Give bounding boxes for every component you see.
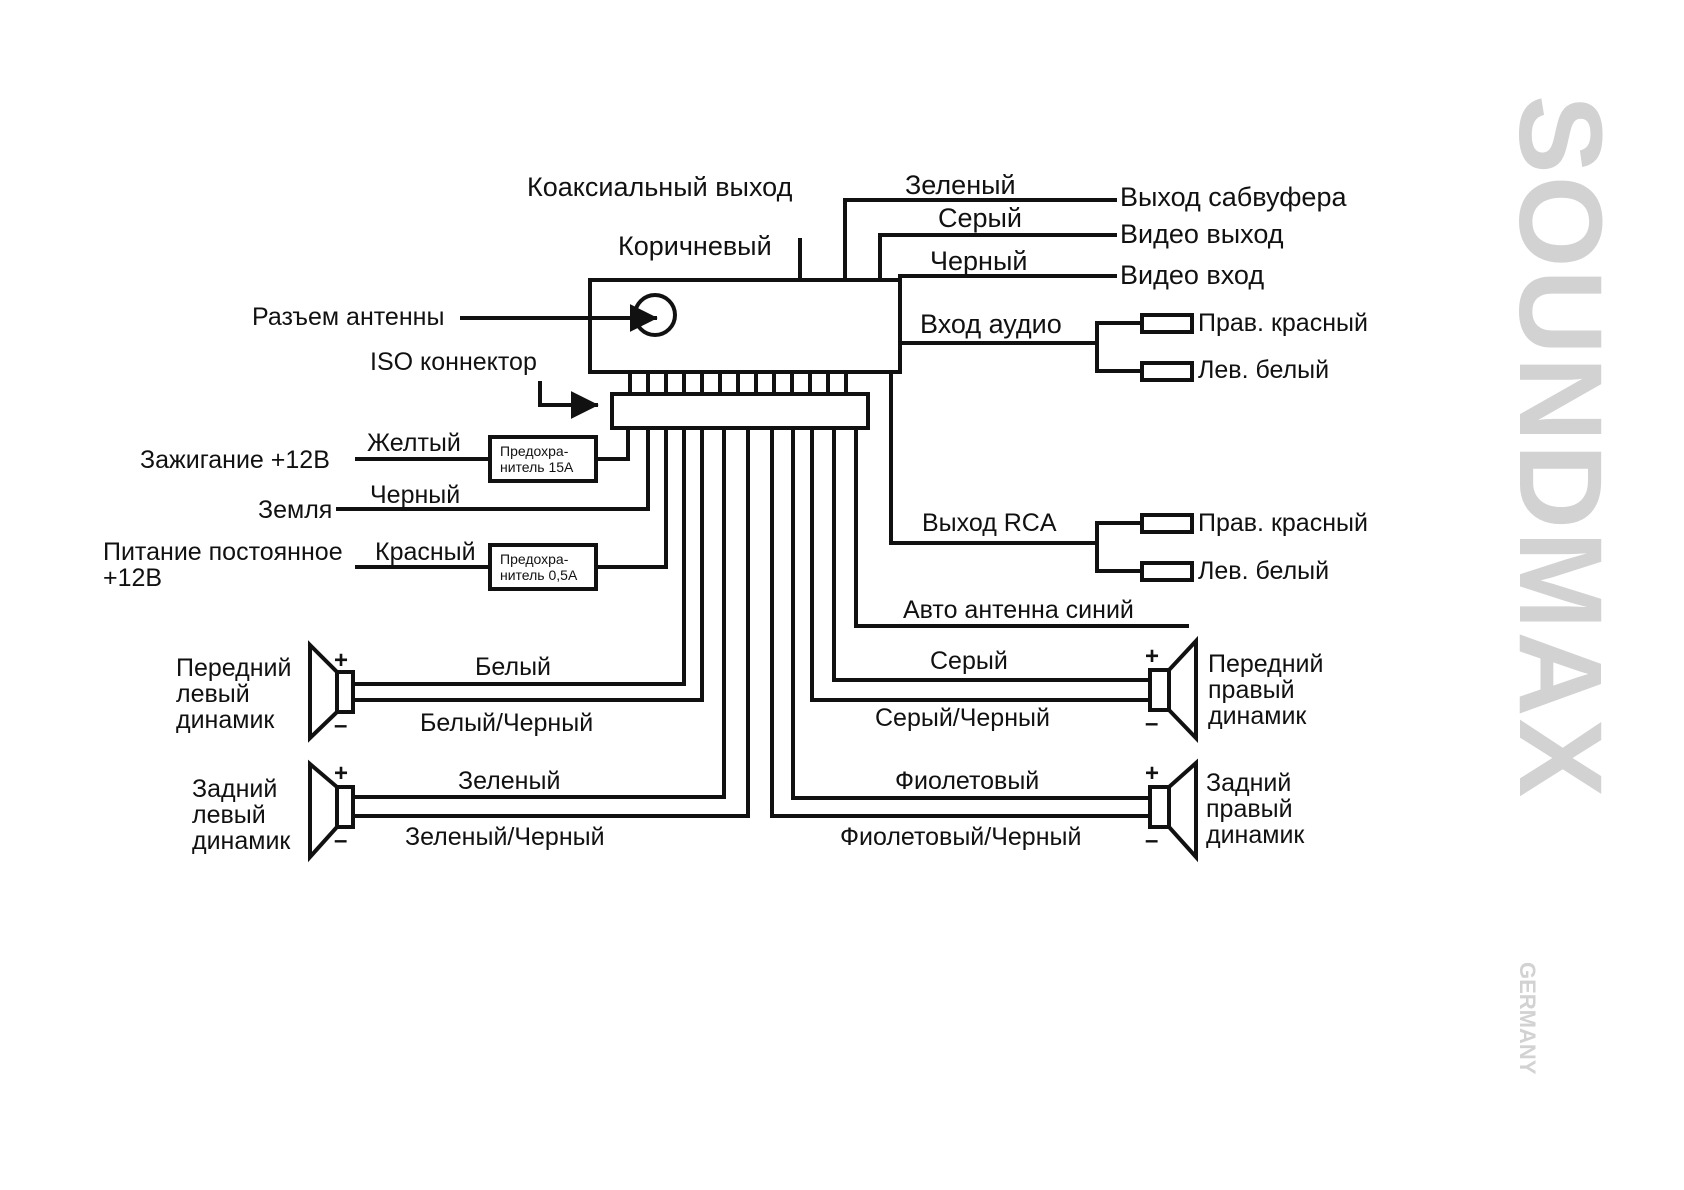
video-out-gray-wire — [878, 233, 1117, 282]
rca-output-wire — [889, 370, 1099, 545]
iso-connector-pins — [628, 370, 848, 394]
front-left-minus-sign: – — [334, 712, 347, 739]
subwoofer-output-label: Выход сабвуфера — [1120, 182, 1347, 212]
constant-power-wire-to-iso — [594, 426, 668, 569]
rear-right-speaker-icon — [1148, 758, 1198, 863]
rear-left-minus-sign: – — [334, 827, 347, 854]
ground-label: Земля — [258, 496, 332, 524]
green-black-wire-label: Зеленый/Черный — [405, 823, 605, 851]
rca-output-right-red-label: Прав. красный — [1198, 509, 1368, 537]
black-wire-label: Черный — [930, 246, 1027, 276]
ignition-label: Зажигание +12В — [140, 446, 330, 474]
rca-output-left-rca-plug — [1140, 561, 1194, 582]
fuse-15a-text-1: Предохра- — [500, 443, 569, 459]
ground-wire — [336, 426, 650, 511]
rear-right-speaker-label-3: динамик — [1206, 821, 1305, 849]
green-wire-speaker-label: Зеленый — [458, 767, 560, 795]
rear-left-plus-wire — [351, 426, 726, 799]
rear-right-minus-sign: – — [1145, 827, 1158, 854]
white-black-wire-label: Белый/Черный — [420, 709, 593, 737]
brand-logo: SOUNDMAX — [1494, 95, 1626, 799]
audio-input-left-white-label: Лев. белый — [1198, 356, 1329, 384]
ground-black-label: Черный — [370, 481, 460, 509]
violet-wire-label: Фиолетовый — [895, 767, 1039, 795]
front-right-speaker-label-3: динамик — [1208, 702, 1307, 730]
front-left-plus-wire — [351, 426, 686, 686]
front-left-plus-sign: + — [334, 647, 348, 674]
fuse-15a-text-2: нитель 15А — [500, 459, 574, 475]
rear-right-plus-sign: + — [1145, 760, 1159, 787]
fuse-05a-text-2: нитель 0,5А — [500, 567, 578, 583]
rear-left-speaker-label-2: левый — [192, 801, 266, 829]
antenna-jack-label: Разъем антенны — [252, 303, 444, 331]
rear-left-speaker-icon — [308, 759, 355, 863]
front-right-minus-sign: – — [1145, 710, 1158, 737]
iso-connector-label: ISO коннектор — [370, 348, 537, 376]
front-right-speaker-label-2: правый — [1208, 676, 1295, 704]
front-right-plus-wire — [832, 426, 1152, 682]
rear-left-speaker-label-3: динамик — [192, 827, 291, 855]
rear-left-plus-sign: + — [334, 760, 348, 787]
front-left-minus-wire — [351, 426, 704, 702]
fuse-05a-box — [488, 543, 598, 591]
fuse-15a-box — [488, 435, 598, 483]
audio-input-right-rca-plug — [1140, 313, 1194, 334]
front-right-speaker-label-1: Передний — [1208, 650, 1323, 678]
rear-left-minus-wire — [351, 426, 750, 818]
rca-output-right-rca-plug — [1140, 513, 1194, 534]
constant-power-label-1: Питание постоянное — [103, 538, 343, 566]
audio-input-right-red-label: Прав. красный — [1198, 309, 1368, 337]
violet-black-wire-label: Фиолетовый/Черный — [840, 823, 1081, 851]
auto-antenna-label: Авто антенна синий — [903, 596, 1134, 624]
iso-connector-block — [610, 392, 870, 430]
rear-right-speaker-label-1: Задний — [1206, 769, 1291, 797]
front-right-speaker-icon — [1148, 635, 1198, 743]
coax-output-label: Коаксиальный выход — [527, 172, 793, 202]
gray-black-wire-label: Серый/Черный — [875, 704, 1050, 732]
subwoofer-green-wire — [843, 198, 1117, 282]
rear-right-plus-wire — [791, 426, 1152, 800]
brand-logo-subtitle: GERMANY — [1515, 962, 1540, 1075]
front-left-speaker-label-1: Передний — [176, 654, 291, 682]
rear-right-speaker-label-2: правый — [1206, 795, 1293, 823]
rear-left-speaker-label-1: Задний — [192, 775, 277, 803]
fuse-05a-text-1: Предохра- — [500, 551, 569, 567]
yellow-wire-label: Желтый — [367, 429, 461, 457]
rca-output-label: Выход RCA — [922, 509, 1057, 537]
ignition-wire-to-iso — [594, 426, 630, 461]
constant-power-label-2: +12В — [103, 564, 162, 592]
auto-antenna-wire — [854, 426, 1189, 628]
front-right-plus-sign: + — [1145, 643, 1159, 670]
front-left-speaker-label-2: левый — [176, 680, 250, 708]
video-input-label: Видео вход — [1120, 260, 1264, 290]
rear-right-minus-wire — [770, 426, 1152, 818]
gray-wire-label: Серый — [938, 203, 1022, 233]
iso-connector-arrow — [538, 381, 599, 419]
red-wire-label: Красный — [375, 538, 476, 566]
front-left-speaker-icon — [308, 640, 355, 743]
white-wire-label: Белый — [475, 653, 551, 681]
video-output-label: Видео выход — [1120, 219, 1284, 249]
rca-output-left-white-label: Лев. белый — [1198, 557, 1329, 585]
gray-wire-speaker-label: Серый — [930, 647, 1008, 675]
green-wire-label: Зеленый — [905, 170, 1016, 200]
audio-input-label: Вход аудио — [920, 309, 1062, 339]
audio-input-left-rca-plug — [1140, 361, 1194, 382]
front-right-minus-wire — [810, 426, 1152, 702]
brown-wire-label: Коричневый — [618, 231, 772, 261]
front-left-speaker-label-3: динамик — [176, 706, 275, 734]
